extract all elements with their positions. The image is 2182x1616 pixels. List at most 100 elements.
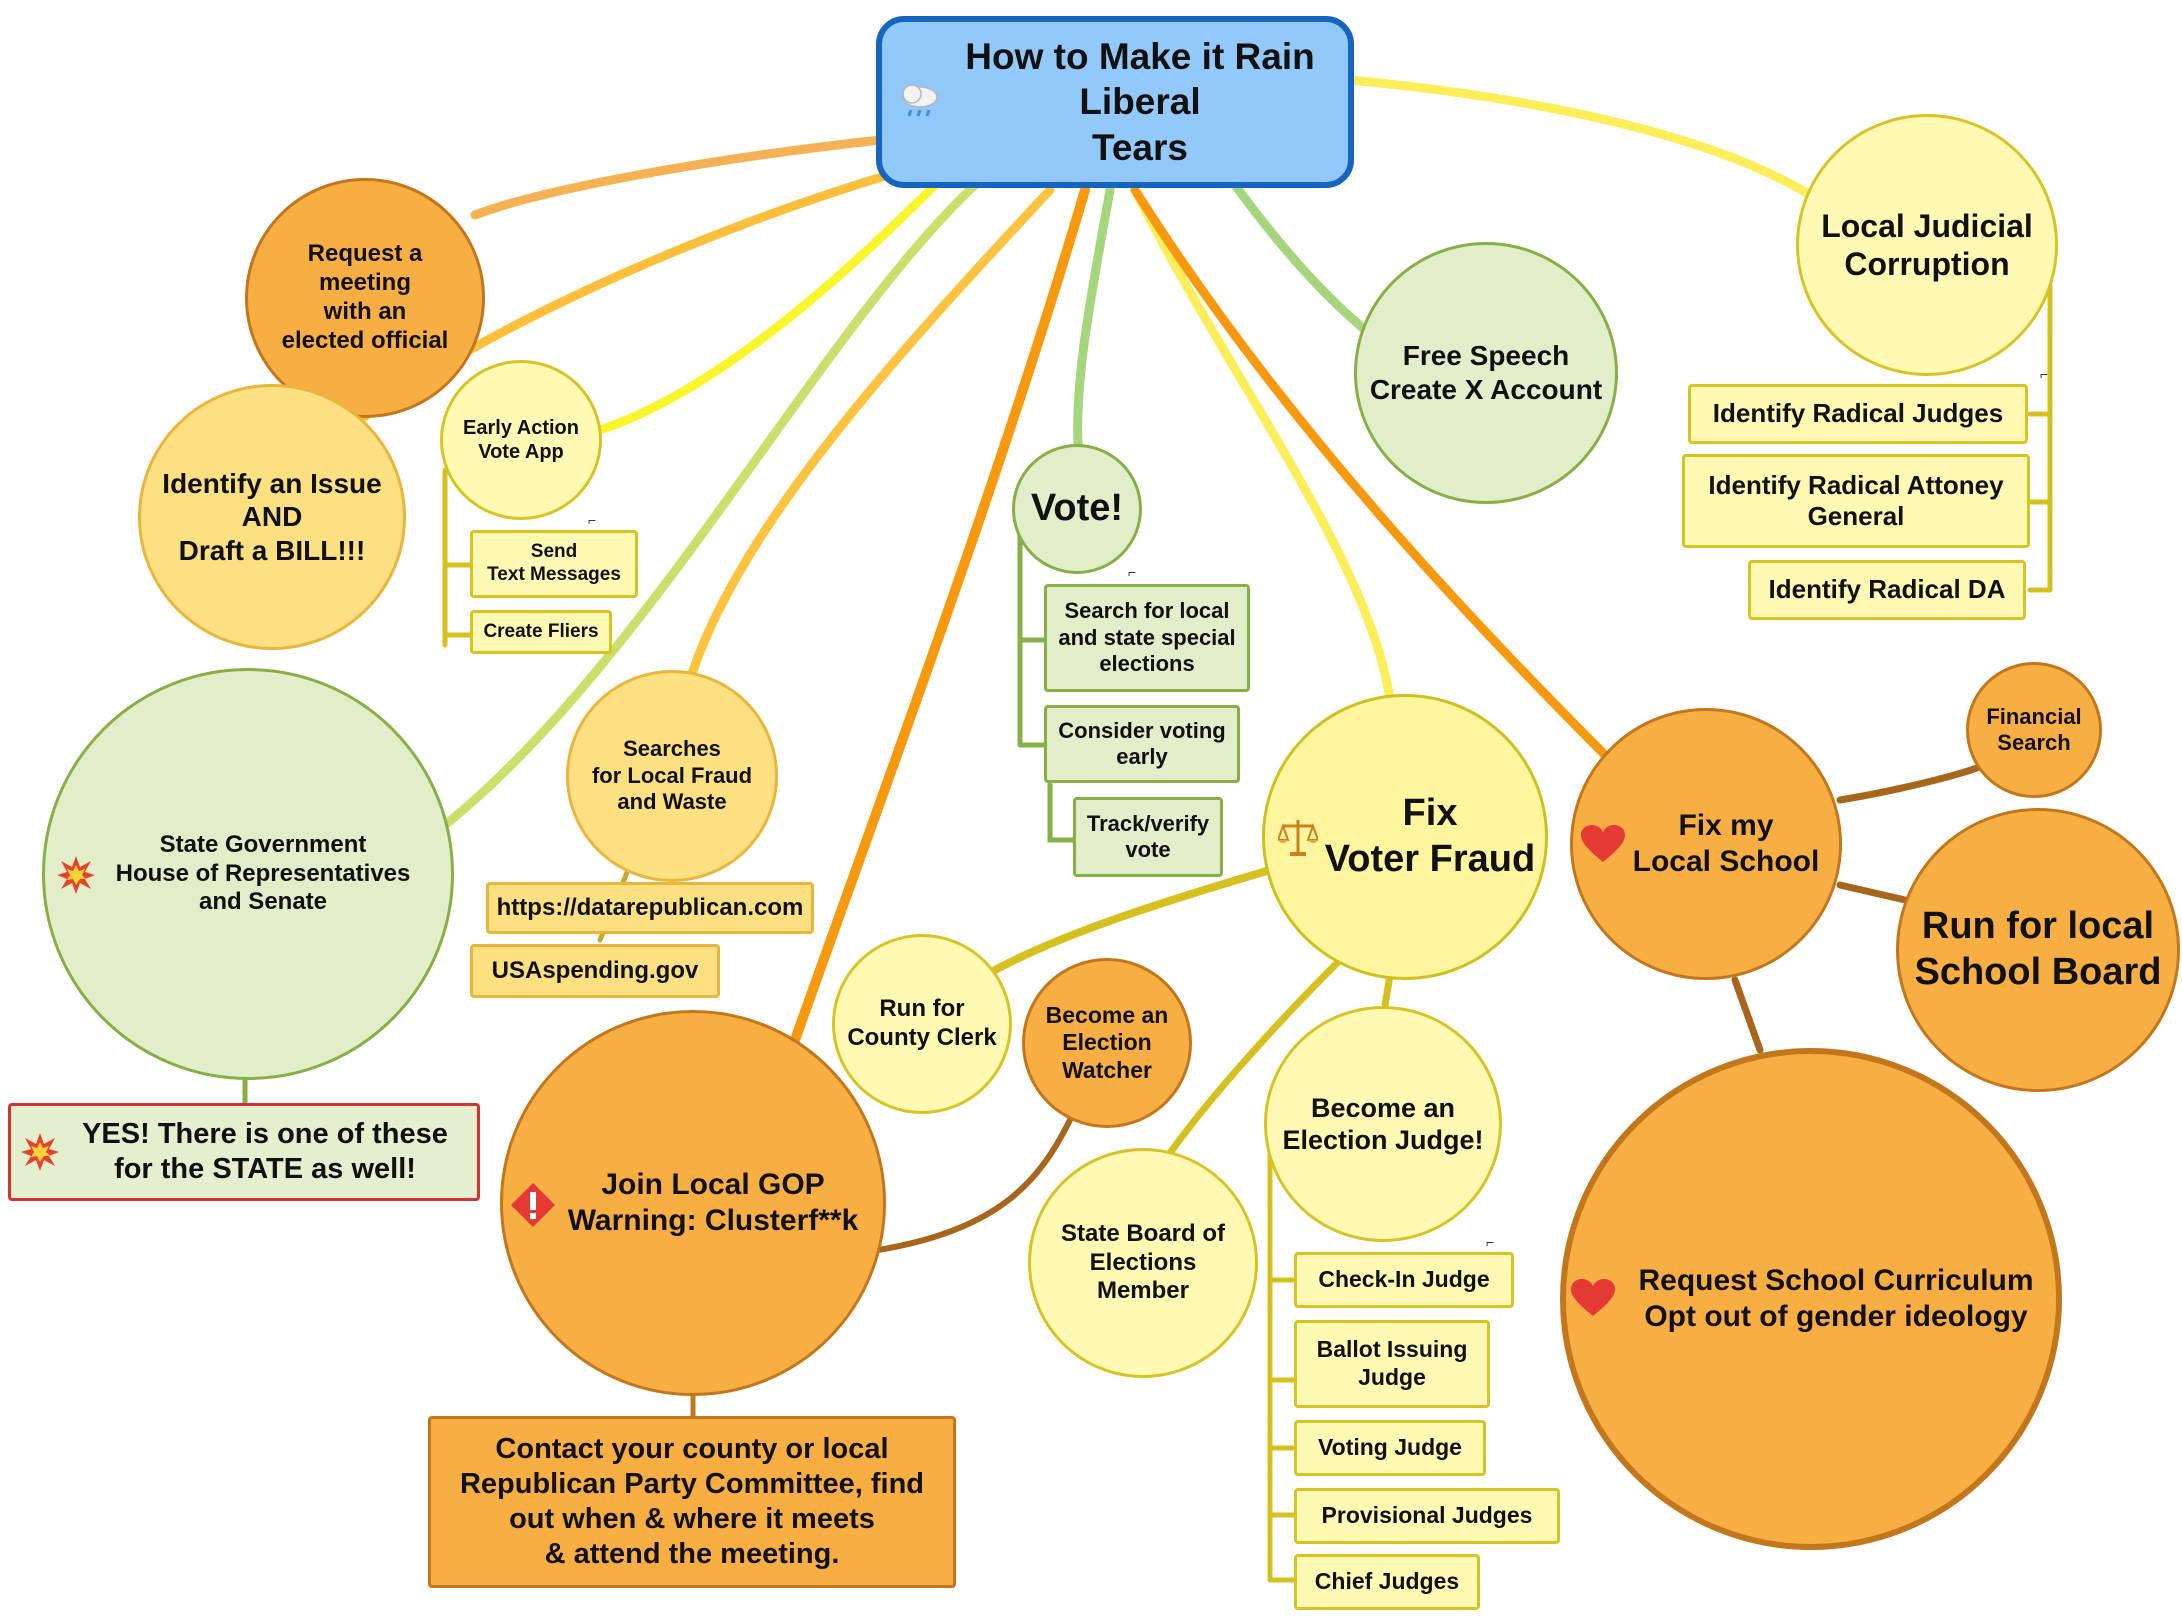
provisional-judges-node[interactable]: Provisional Judges [1294, 1488, 1560, 1544]
link-icon: ⌐ [1486, 1234, 1495, 1250]
searches-fraud-node[interactable]: Searches for Local Fraud and Waste [566, 670, 778, 882]
school-board-label: Run for local School Board [1914, 905, 2162, 993]
central-title[interactable]: How to Make it Rain Liberal Tears [876, 16, 1354, 188]
financial-search-node[interactable]: Financial Search [1966, 662, 2102, 798]
exclamation-diamond-icon [510, 1182, 556, 1228]
judicial-corruption-node[interactable]: Local Judicial Corruption [1796, 114, 2058, 376]
scales-icon [1278, 816, 1318, 858]
consider-voting-label: Consider voting early [1058, 717, 1226, 769]
title-text: How to Make it Rain Liberal Tears [965, 36, 1315, 168]
request-meeting-node[interactable]: Request a meeting with an elected offici… [245, 178, 485, 418]
judicial-corruption-label: Local Judicial Corruption [1821, 207, 2033, 282]
rain-cloud-icon [898, 80, 942, 120]
search-elections-node[interactable]: Search for local and state special elect… [1044, 584, 1250, 692]
send-text-node[interactable]: Send Text Messages [470, 530, 638, 598]
send-text-label: Send Text Messages [487, 541, 621, 585]
fix-school-node[interactable]: Fix my Local School [1570, 708, 1842, 980]
edge-watcher [875, 1117, 1073, 1253]
contact-county-node[interactable]: Contact your county or local Republican … [428, 1416, 956, 1588]
fix-fraud-label: Fix Voter Fraud [1324, 792, 1536, 880]
radical-da-label: Identify Radical DA [1768, 574, 2006, 605]
link-icon: ⌐ [588, 512, 597, 528]
ballot-judge-node[interactable]: Ballot Issuing Judge [1294, 1320, 1490, 1408]
track-vote-node[interactable]: Track/verify vote [1073, 797, 1223, 877]
state-government-node[interactable]: State Government House of Representative… [42, 668, 454, 1080]
edge-judge-children [1267, 1137, 1298, 1583]
track-vote-label: Track/verify vote [1086, 810, 1210, 862]
edge-early-action-children [442, 467, 473, 648]
election-judge-node[interactable]: Become an Election Judge! [1264, 1006, 1502, 1242]
join-gop-label: Join Local GOP Warning: Clusterf**k [567, 1168, 859, 1237]
explosion-icon [20, 1132, 60, 1172]
voting-judge-node[interactable]: Voting Judge [1294, 1420, 1486, 1476]
school-board-node[interactable]: Run for local School Board [1896, 808, 2180, 1092]
radical-attorney-label: Identify Radical Attoney General [1708, 469, 2004, 531]
curriculum-label: Request School Curriculum Opt out of gen… [1638, 1264, 2034, 1333]
chief-judges-node[interactable]: Chief Judges [1294, 1554, 1480, 1610]
explosion-icon [56, 855, 96, 895]
contact-county-label: Contact your county or local Republican … [459, 1433, 925, 1570]
search-elections-label: Search for local and state special elect… [1058, 598, 1236, 677]
edge-election-judge [1381, 971, 1394, 1009]
voting-judge-label: Voting Judge [1318, 1434, 1462, 1461]
edge-judicial-corruption [1345, 75, 1815, 200]
edge-financial [1836, 761, 1989, 804]
free-speech-node[interactable]: Free Speech Create X Account [1354, 242, 1618, 504]
election-judge-label: Become an Election Judge! [1282, 1092, 1484, 1155]
link-icon: ⌐ [1128, 564, 1137, 580]
edge-free-speech [1230, 180, 1370, 335]
edge-fix-school [1130, 185, 1615, 765]
chief-judges-label: Chief Judges [1314, 1568, 1460, 1595]
radical-attorney-node[interactable]: Identify Radical Attoney General [1682, 454, 2030, 548]
consider-voting-node[interactable]: Consider voting early [1044, 705, 1240, 783]
join-gop-node[interactable]: Join Local GOP Warning: Clusterf**k [500, 1010, 886, 1396]
edge-fix-fraud [1130, 185, 1395, 705]
heart-icon [1570, 1278, 1616, 1318]
yes-state-node[interactable]: YES! There is one of these for the STATE… [8, 1103, 480, 1201]
edge-searches-fraud [685, 185, 1055, 685]
datarepublican-label: https://datarepublican.com [496, 893, 804, 921]
searches-fraud-label: Searches for Local Fraud and Waste [591, 736, 753, 815]
vote-label: Vote! [1030, 487, 1124, 530]
edge-state-board [1161, 956, 1344, 1164]
provisional-judges-label: Provisional Judges [1321, 1502, 1533, 1529]
identify-issue-node[interactable]: Identify an Issue AND Draft a BILL!!! [138, 384, 406, 650]
ballot-judge-label: Ballot Issuing Judge [1316, 1336, 1468, 1390]
edge-state-government [440, 180, 980, 830]
link-icon: ⌐ [2040, 366, 2049, 382]
heart-icon [1580, 824, 1626, 864]
checkin-judge-node[interactable]: Check-In Judge [1294, 1252, 1514, 1308]
usaspending-link[interactable]: USAspending.gov [470, 944, 720, 998]
edge-curriculum [1731, 976, 1764, 1054]
create-fliers-node[interactable]: Create Fliers [470, 610, 612, 654]
free-speech-label: Free Speech Create X Account [1369, 340, 1603, 405]
datarepublican-link[interactable]: https://datarepublican.com [486, 882, 814, 934]
edge-judicial-children [2027, 282, 2053, 593]
run-clerk-node[interactable]: Run for County Clerk [832, 934, 1012, 1114]
early-action-node[interactable]: Early Action Vote App [440, 360, 602, 520]
curriculum-node[interactable]: Request School Curriculum Opt out of gen… [1560, 1048, 2062, 1550]
edge-early-action [595, 180, 940, 435]
edge-clerk [991, 866, 1274, 974]
radical-judges-label: Identify Radical Judges [1712, 398, 2004, 429]
radical-judges-node[interactable]: Identify Radical Judges [1688, 384, 2028, 444]
edge-vote-children [1017, 532, 1078, 843]
checkin-judge-label: Check-In Judge [1318, 1266, 1490, 1293]
identify-issue-label: Identify an Issue AND Draft a BILL!!! [162, 467, 382, 566]
radical-da-node[interactable]: Identify Radical DA [1748, 560, 2026, 620]
early-action-label: Early Action Vote App [463, 417, 579, 463]
request-meeting-label: Request a meeting with an elected offici… [281, 240, 449, 354]
edge-join-gop [790, 185, 1090, 1045]
usaspending-label: USAspending.gov [491, 956, 699, 984]
edge-vote [1073, 185, 1115, 450]
election-watcher-node[interactable]: Become an Election Watcher [1022, 958, 1192, 1128]
state-board-node[interactable]: State Board of Elections Member [1028, 1148, 1258, 1378]
state-board-label: State Board of Elections Member [1060, 1219, 1225, 1305]
create-fliers-label: Create Fliers [483, 620, 599, 642]
vote-node[interactable]: Vote! [1012, 444, 1142, 574]
fix-school-label: Fix my Local School [1632, 809, 1820, 878]
election-watcher-label: Become an Election Watcher [1045, 1001, 1169, 1083]
yes-state-label: YES! There is one of these for the STATE… [82, 1118, 448, 1185]
state-government-label: State Government House of Representative… [115, 830, 411, 916]
